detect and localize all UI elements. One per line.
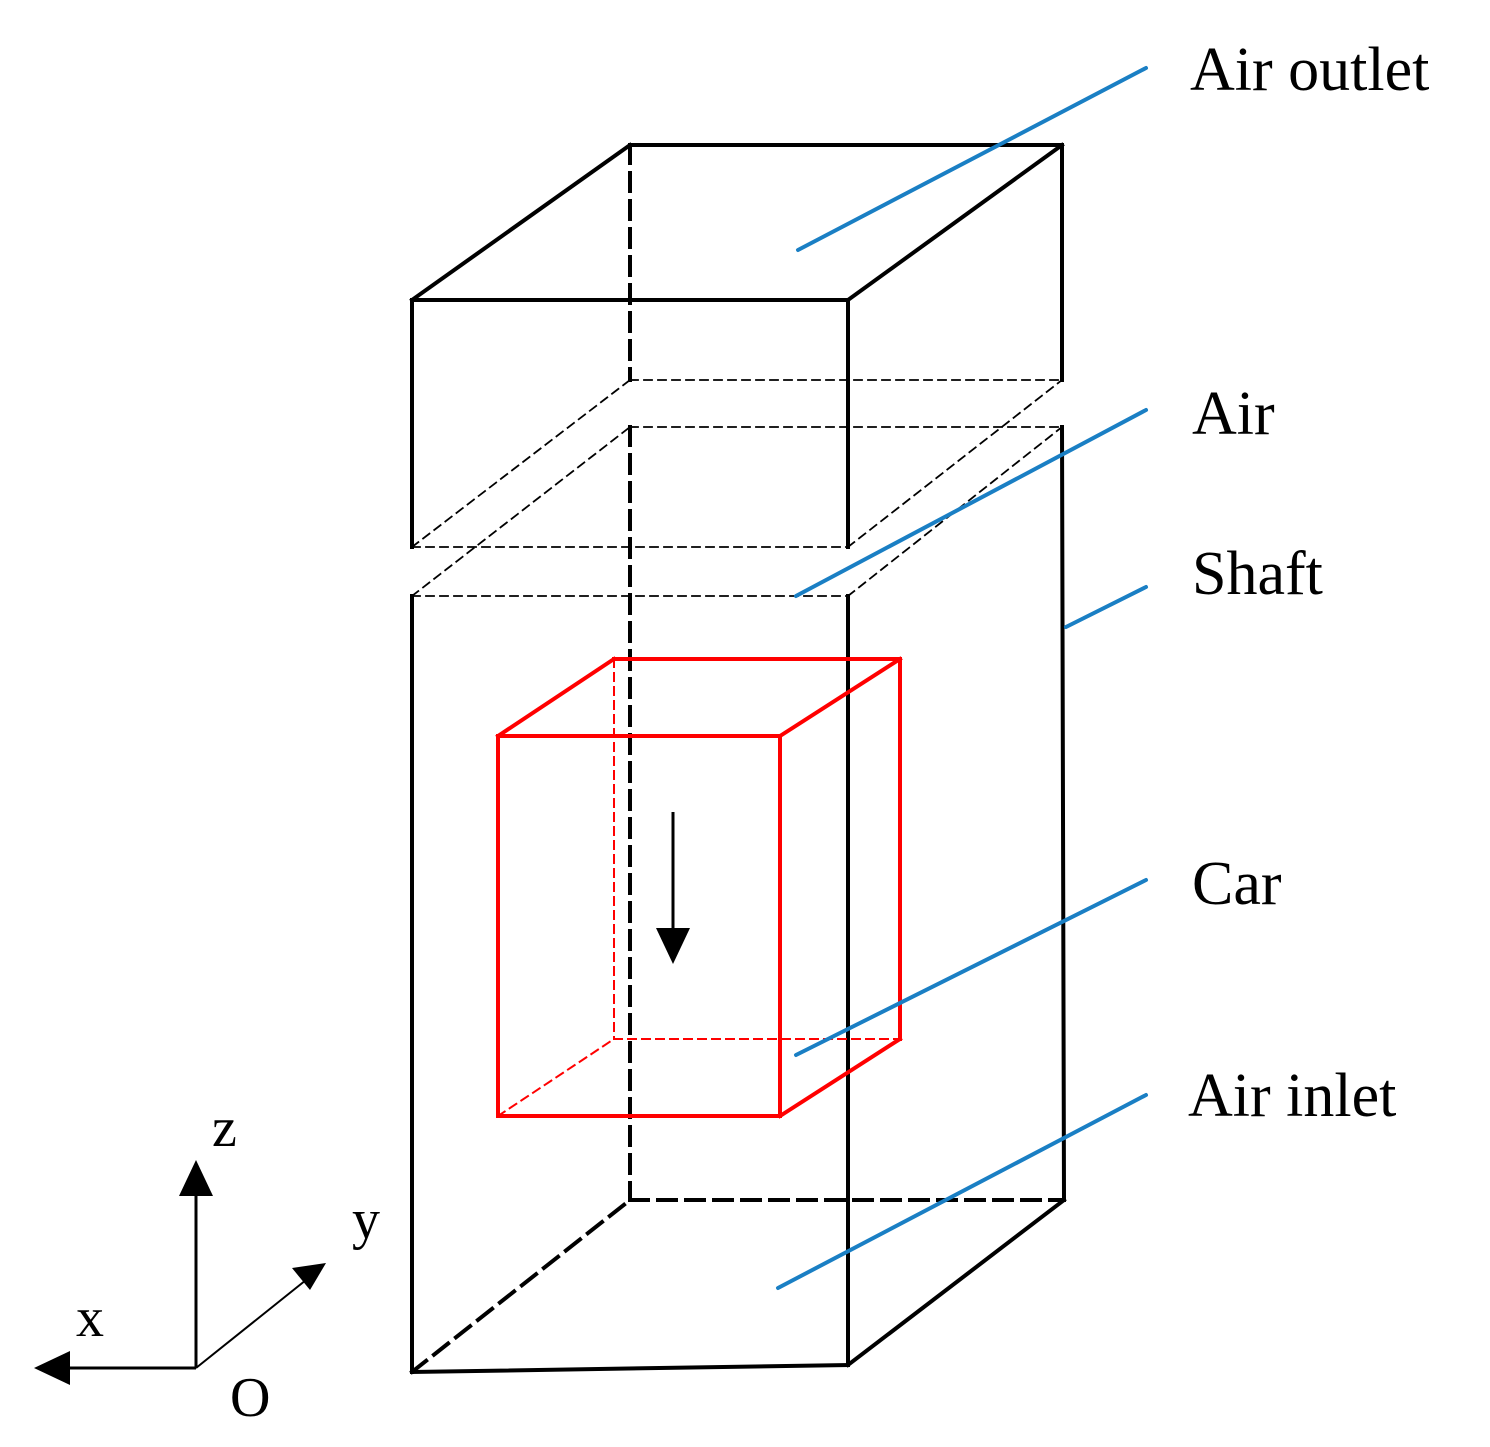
z-axis-arrow: [179, 1160, 213, 1368]
axis-label-origin: O: [230, 1367, 270, 1429]
label-air-inlet: Air inlet: [1188, 1062, 1396, 1130]
shaft-break-lines: [410, 378, 1064, 598]
shaft-upper-verticals: [410, 143, 1064, 549]
car-hidden-edges: [496, 658, 901, 1118]
label-air-outlet: Air outlet: [1190, 36, 1429, 104]
leader-lines: [776, 66, 1148, 1290]
car-visible-edges: [495, 656, 903, 1119]
callout-labels: Air outlet Air Shaft Car Air inlet: [1188, 36, 1429, 1130]
shaft-lower-edges: [409, 424, 1067, 1375]
leader-air: [794, 408, 1148, 598]
axis-label-z: z: [212, 1097, 237, 1159]
leader-air-outlet: [796, 66, 1148, 252]
leader-car: [794, 878, 1148, 1057]
shaft-top-face: [409, 142, 1065, 303]
car-motion-arrow: [656, 812, 690, 964]
label-air: Air: [1192, 380, 1275, 448]
y-axis-arrow: [195, 1263, 326, 1369]
x-axis-arrow: [34, 1351, 196, 1385]
label-shaft: Shaft: [1192, 540, 1323, 608]
coordinate-axes: [34, 1160, 326, 1385]
shaft-box: [409, 142, 1067, 1375]
shaft-hidden-edges: [409, 143, 1066, 1375]
car-box: [495, 656, 903, 1119]
label-car: Car: [1192, 850, 1282, 918]
axis-labels: z x y O: [76, 1097, 380, 1429]
leader-air-inlet: [776, 1093, 1148, 1290]
leader-shaft: [1064, 585, 1148, 629]
axis-label-x: x: [76, 1287, 104, 1349]
axis-label-y: y: [352, 1189, 380, 1251]
